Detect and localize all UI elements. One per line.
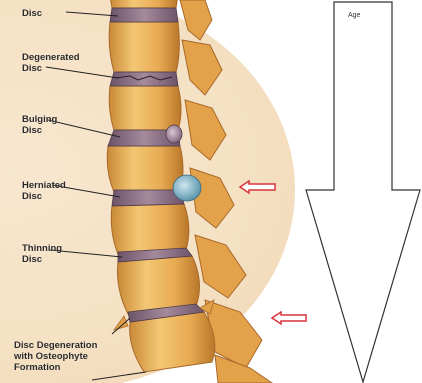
label-osteophyte-line1: Disc Degeneration <box>14 340 97 351</box>
label-degenerated-line1: Degenerated <box>22 52 80 63</box>
label-osteophyte-line3: Formation <box>14 362 97 373</box>
herniated-disc <box>112 190 184 206</box>
label-disc-text: Disc <box>22 8 42 19</box>
label-thinning-line1: Thinning <box>22 243 62 254</box>
pointer-arrows <box>240 181 306 324</box>
label-bulging-line2: Disc <box>22 125 57 136</box>
disc-herniation <box>173 175 201 201</box>
label-bulging-line1: Bulging <box>22 114 57 125</box>
label-herniated-disc: Herniated Disc <box>22 180 66 202</box>
label-degenerated-line2: Disc <box>22 63 80 74</box>
osteophyte-pointer-arrow <box>272 312 306 324</box>
label-bulging-disc: Bulging Disc <box>22 114 57 136</box>
normal-disc <box>110 8 178 22</box>
label-osteophyte: Disc Degeneration with Osteophyte Format… <box>14 340 97 373</box>
label-degenerated-disc: Degenerated Disc <box>22 52 80 74</box>
age-arrow <box>306 2 420 382</box>
herniation-pointer-arrow <box>240 181 275 193</box>
degenerated-disc <box>110 72 178 86</box>
label-thinning-disc: Thinning Disc <box>22 243 62 265</box>
disc-bulge <box>166 125 182 143</box>
label-herniated-line1: Herniated <box>22 180 66 191</box>
label-osteophyte-line2: with Osteophyte <box>14 351 97 362</box>
label-thinning-line2: Disc <box>22 254 62 265</box>
label-disc: Disc <box>22 8 42 19</box>
age-label: Age <box>348 12 360 19</box>
label-herniated-line2: Disc <box>22 191 66 202</box>
osteophyte <box>114 316 128 330</box>
